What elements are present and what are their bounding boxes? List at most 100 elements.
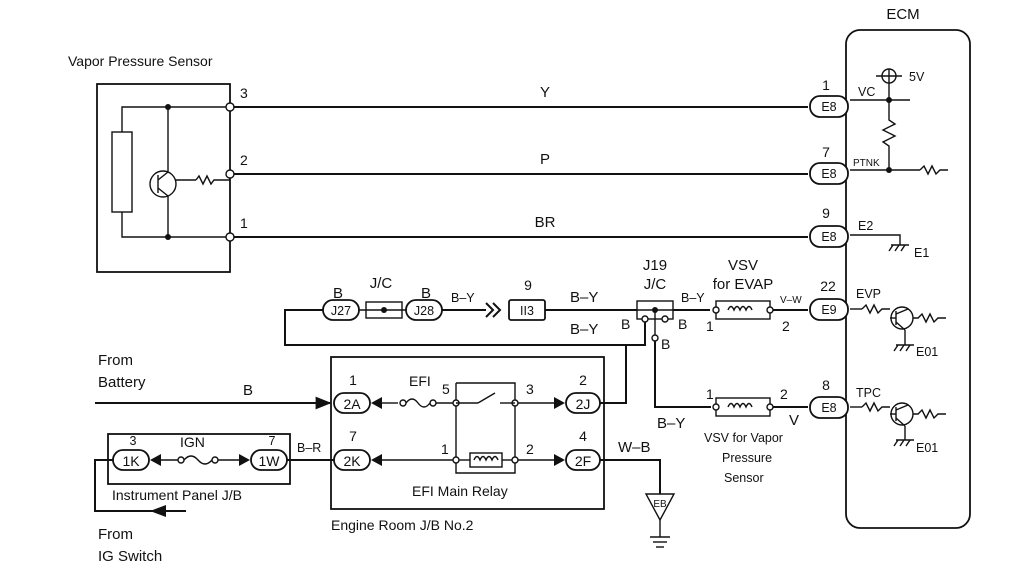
ecm-pullup-resistor: [881, 100, 897, 170]
efi-fuse-label: EFI: [409, 373, 431, 389]
pin-coil-1: 1: [441, 441, 449, 457]
ecm-e2-label: E2: [858, 219, 873, 233]
pin-relay-3: 3: [526, 381, 534, 397]
vsv-vp-pin1: 1: [706, 386, 714, 402]
vsv-vp-title-2: Pressure: [722, 451, 772, 465]
connector-e8-pin1: E8 1: [809, 77, 849, 118]
engine-room-jb-no2: Engine Room J/B No.2 1 2A 7 2K 2 2J 4 2F…: [330, 356, 605, 533]
ecm-e01-label-1: E01: [916, 345, 938, 359]
connector-e8-pin7: E8 7: [809, 144, 849, 185]
connector-1k-label: 1K: [122, 453, 140, 469]
pin-e8-9: 9: [822, 205, 830, 221]
ecm-e1-label: E1: [914, 246, 929, 260]
wire-2j-up: [600, 345, 627, 404]
inline-connector-arrow: [485, 302, 502, 318]
jc-label: J/C: [370, 275, 393, 292]
vsv-for-evap: VSV for EVAP 1 2: [706, 257, 790, 334]
sensor-pin2: [225, 169, 235, 179]
jc-b-right: B: [421, 285, 431, 302]
engine-room-jb-label: Engine Room J/B No.2: [331, 517, 474, 533]
sensor-pin3-label: 3: [240, 85, 248, 101]
sensor-resistor: [195, 174, 230, 186]
ground-eb: EB: [644, 493, 676, 548]
connector-2j-label: 2J: [576, 396, 591, 412]
ecm-block: ECM 5V VC PTNK E2 E1: [845, 6, 971, 529]
pin-2j: 2: [579, 372, 587, 388]
battery-from-label: From: [98, 352, 133, 369]
efi-fuse: [405, 398, 431, 408]
pin-relay-5: 5: [442, 381, 450, 397]
connector-e8-label: E8: [821, 100, 836, 114]
ecm-evp-label: EVP: [856, 287, 881, 301]
sensor-pin3: [225, 102, 235, 112]
vsv-vp-title-3: Sensor: [724, 471, 764, 485]
ig-switch-arrow: [150, 505, 166, 517]
ground-eb-label: EB: [653, 499, 667, 510]
vsv-evap-pin1: 1: [706, 318, 714, 334]
vsv-for-vapor-pressure-sensor: 1 2 VSV for Vapor Pressure Sensor: [704, 386, 788, 485]
ecm-vc-label: VC: [858, 85, 875, 99]
pin-coil-2: 2: [526, 441, 534, 457]
connector-e8-pin9: E8 9: [809, 205, 849, 248]
sensor-title: Vapor Pressure Sensor: [68, 53, 213, 69]
j19-b-right: B: [678, 316, 687, 332]
relay-switch-contact: [477, 392, 496, 404]
connector-e9-pin22: E9 22: [809, 278, 849, 321]
connector-2f-label: 2F: [575, 453, 591, 469]
connector-2a-label: 2A: [343, 396, 361, 412]
vsv-vp-pin2: 2: [780, 386, 788, 402]
wire-by-vsv-vp: [654, 341, 711, 408]
wire-ig-switch: [94, 459, 186, 512]
pin-ii3-9: 9: [524, 277, 532, 293]
junction-connector-jc: B J/C B J27 J28: [322, 275, 443, 321]
pin-2a: 1: [349, 372, 357, 388]
connector-j28-label: J28: [414, 304, 434, 318]
ecm-title: ECM: [886, 6, 919, 23]
wire-by-label-4: B–Y: [681, 291, 705, 305]
wire-p-label: P: [540, 151, 550, 168]
vsv-evap-pin2: 2: [782, 318, 790, 334]
pin-e8-7: 7: [822, 144, 830, 160]
wire-y-label: Y: [540, 84, 550, 101]
ecm-e01-label-2: E01: [916, 441, 938, 455]
sensor-element: [111, 131, 133, 213]
wire-by-label-5: B–Y: [657, 415, 685, 432]
ecm-evp-driver: EVP E01: [850, 287, 946, 359]
wire-by-label-3: B–Y: [570, 321, 598, 338]
pin-e9-22: 22: [820, 278, 836, 294]
ecm-ptnk-node: [886, 167, 892, 173]
instrument-panel-jb: Instrument Panel J/B 3 1K 7 1W IGN: [107, 433, 291, 503]
vsv-evap-body: [715, 300, 771, 320]
sensor-pin2-label: 2: [240, 152, 248, 168]
connector-j27-label: J27: [331, 304, 351, 318]
ig-switch-label: IG Switch: [98, 548, 162, 565]
wire-br-label: BR: [535, 214, 556, 231]
wire-v-label: V: [789, 412, 799, 429]
vsv-vp-coil: [727, 402, 753, 409]
wire-wb-label: W–B: [618, 439, 651, 456]
ig-switch-from-label: From: [98, 526, 133, 543]
j19-label: J19: [643, 257, 667, 274]
pin-ign-3: 3: [130, 434, 137, 448]
wire-wb: [600, 459, 661, 494]
sensor-transistor: [149, 170, 177, 198]
relay-frame: [455, 382, 516, 474]
vsv-evap-title-1: VSV: [728, 257, 758, 274]
ecm-ptnk-resistor: [919, 164, 948, 176]
battery-label: Battery: [98, 374, 146, 391]
sensor-pin1-label: 1: [240, 215, 248, 231]
efi-main-relay-label: EFI Main Relay: [412, 483, 508, 499]
connector-2a: [333, 392, 371, 414]
sensor-pin1-wire: [121, 212, 230, 238]
ecm-e2-line: [850, 234, 901, 245]
connector-2k-label: 2K: [343, 453, 361, 469]
connector-e9-label: E9: [821, 303, 836, 317]
ign-fuse-label: IGN: [180, 434, 205, 450]
vsv-evap-coil: [727, 305, 753, 312]
engine-room-jb-box: [330, 356, 605, 510]
j19-b-left: B: [621, 316, 630, 332]
connector-e8-label: E8: [821, 401, 836, 415]
pin-2k: 7: [349, 428, 357, 444]
pin-e8-1: 1: [822, 77, 830, 93]
